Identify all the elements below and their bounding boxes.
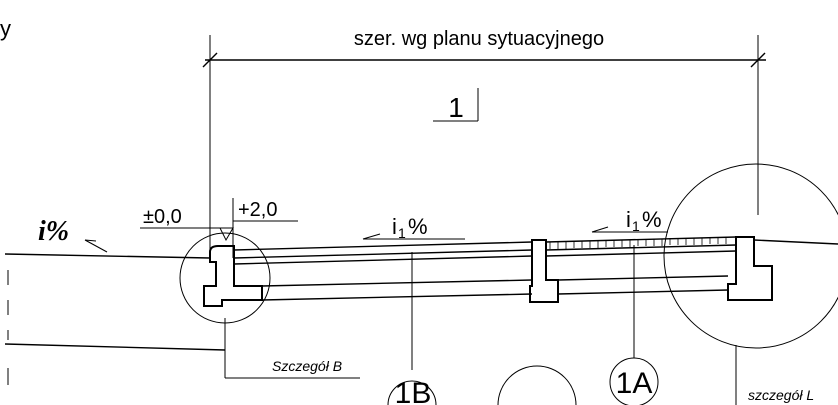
middle-curb — [529, 239, 559, 303]
detail-bottom-circle — [497, 365, 577, 405]
detail-b-leader — [224, 318, 360, 379]
slope-mid-arrow — [362, 233, 465, 240]
layer-1a-label: 1A — [616, 367, 653, 400]
slope-mid-label: i 1 % — [392, 214, 428, 241]
right-curb — [727, 236, 838, 301]
layer-1b-callout — [387, 252, 437, 405]
ground-line-left — [4, 253, 211, 259]
slope-right-label: i 1 % — [626, 207, 662, 234]
svg-text:%: % — [642, 207, 662, 232]
section-number: 1 — [448, 92, 464, 123]
layer-1a-callout — [609, 245, 659, 405]
corner-letter: y — [0, 16, 11, 41]
svg-text:i: i — [626, 207, 631, 232]
width-dimension-label: szer. wg planu sytuacyjnego — [354, 28, 604, 50]
layer-1b-label: 1B — [395, 377, 432, 405]
svg-text:1: 1 — [632, 218, 640, 234]
left-curb — [203, 245, 263, 307]
level-plus-label: +2,0 — [238, 199, 277, 221]
svg-text:1: 1 — [398, 225, 406, 241]
slope-left-arrow — [84, 239, 108, 253]
detail-right-label: szczegół L — [748, 387, 814, 403]
svg-text:i: i — [392, 214, 397, 239]
slope-right-arrow — [591, 226, 668, 233]
level-zero-label: ±0,0 — [143, 206, 182, 228]
detail-right-circle — [663, 163, 838, 349]
section-number-box — [433, 88, 479, 122]
width-dimension-line — [202, 35, 766, 250]
pavement-layers — [233, 236, 737, 301]
slope-left-label: i% — [38, 216, 69, 247]
detail-b-label: Szczegół B — [272, 358, 342, 374]
ground-line-lower — [4, 343, 226, 351]
svg-text:%: % — [408, 214, 428, 239]
hatched-course — [549, 237, 727, 249]
